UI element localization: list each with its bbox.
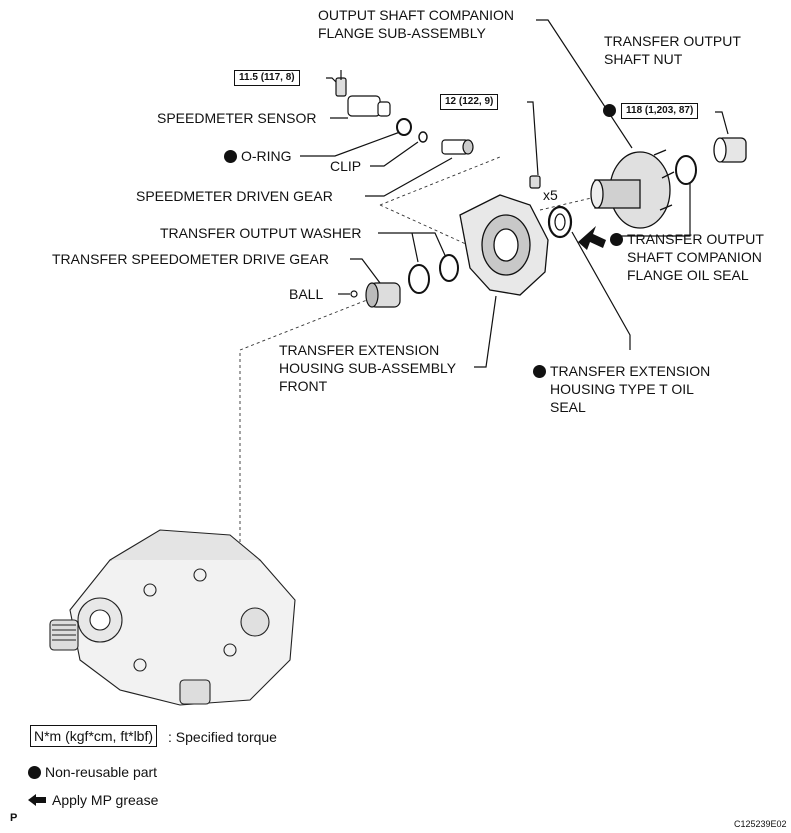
label-output-washer: TRANSFER OUTPUT WASHER [160,225,362,241]
leader-flange-seal [612,178,691,237]
label-driven-gear: SPEEDMETER DRIVEN GEAR [136,188,333,204]
label-clip: CLIP [330,158,362,174]
speedometer-sensor [335,70,391,117]
o-ring-part [396,118,412,136]
grease-arrow-icon [28,794,46,806]
output-flange-part [590,149,675,229]
leader-driven-gear [365,157,453,197]
grease-arrow-icon [578,226,606,250]
torque-sensor-bolt: 11.5 (117, 8) [234,70,300,86]
figure-code: C125239E02 [734,819,787,829]
leader-o-ring [300,131,401,157]
non-reusable-dot-icon [533,365,546,378]
legend-torque-text: : Specified torque [168,729,277,745]
label-bolt-count: x5 [543,187,558,203]
housing-bolt [529,175,541,189]
label-output-flange: OUTPUT SHAFT COMPANION FLANGE SUB-ASSEMB… [318,7,515,41]
label-flange-oil-seal: TRANSFER OUTPUT SHAFT COMPANION FLANGE O… [610,230,764,284]
leader-washer [378,232,449,263]
drive-gear-part [365,282,401,308]
leader-type-t-seal [571,231,631,350]
non-reusable-dot-icon [224,150,237,163]
clip-part [418,131,428,143]
ball-part [350,290,358,298]
legend-non-reusable: Non-reusable part [28,763,157,781]
label-extension-housing: TRANSFER EXTENSION HOUSING SUB-ASSEMBLY … [279,342,457,394]
driven-gear-part [441,139,474,155]
non-reusable-dot-icon [603,104,616,117]
corner-letter: P [10,812,18,824]
leader-drive-gear [350,258,381,284]
shaft-nut-part [713,137,747,163]
legend-grease: Apply MP grease [28,791,158,809]
label-type-t-oil-seal: TRANSFER EXTENSION HOUSING TYPE T OIL SE… [533,362,710,416]
legend-torque-unit: N*m (kgf*cm, ft*lbf) [30,725,158,747]
washer-1 [408,264,430,294]
flange-seal-part [675,155,697,185]
label-drive-gear: TRANSFER SPEEDOMETER DRIVE GEAR [52,251,329,267]
leader-extension-housing [474,295,497,368]
non-reusable-dot-icon [28,766,41,779]
extension-housing-part [459,194,549,296]
label-speedometer-sensor: SPEEDMETER SENSOR [157,110,317,126]
leader-nut-torque [715,111,729,135]
label-output-shaft-nut: TRANSFER OUTPUT SHAFT NUT [604,33,741,67]
label-ball: BALL [289,286,324,302]
torque-housing-bolt: 12 (122, 9) [440,94,499,110]
transfer-case-assembly [49,529,296,706]
label-o-ring: O-RING [224,147,292,165]
leader-housing-bolt [527,101,539,176]
leader-clip [370,141,419,167]
non-reusable-dot-icon [610,233,623,246]
washer-2 [439,254,459,282]
torque-shaft-nut: 118 (1,203, 87) [621,103,699,119]
